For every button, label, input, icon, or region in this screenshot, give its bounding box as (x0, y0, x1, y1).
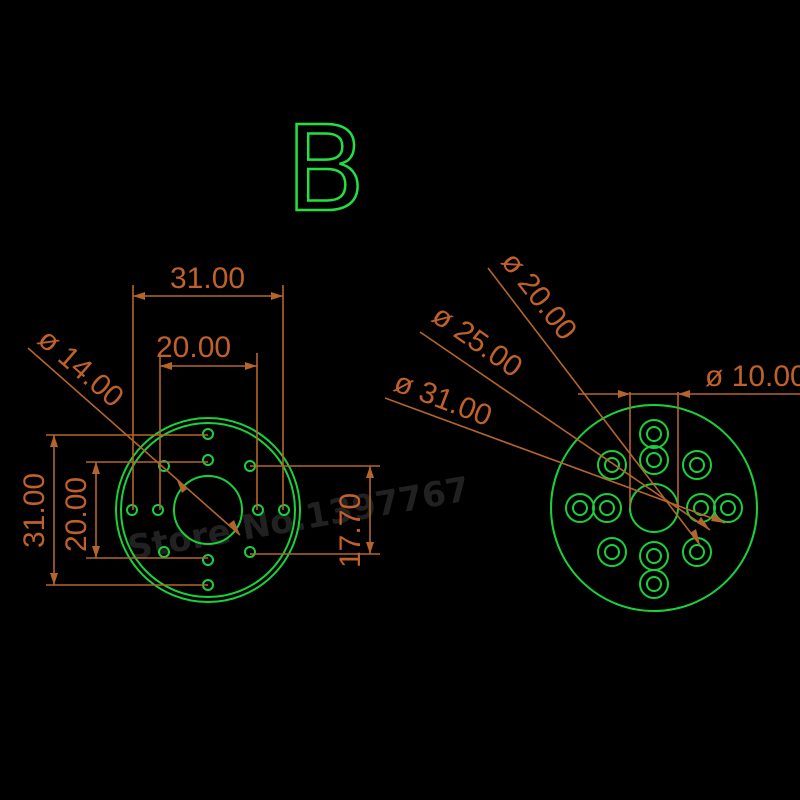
dim-height-outer-label: 31.00 (18, 473, 51, 548)
left-outer-circle-inner (120, 422, 296, 598)
dim-height-side: 17.70 (250, 465, 380, 568)
left-hole (278, 504, 290, 516)
dim-width-inner: 20.00 (156, 331, 258, 510)
left-hole (158, 460, 170, 472)
right-flange (550, 404, 758, 612)
left-hole (158, 546, 170, 558)
right-hole-ring (565, 419, 743, 599)
dim-dia-10-label: ø 10.00 (705, 360, 800, 393)
left-view: 31.00 20.00 ø 14.00 31.00 (18, 262, 380, 603)
left-hole (202, 428, 214, 440)
dim-height-outer: 31.00 (18, 434, 208, 586)
left-hole (252, 504, 264, 516)
dim-dia-20-label: ø 20.00 (494, 246, 583, 346)
dim-dia-20: ø 20.00 (487, 246, 701, 546)
right-outer-circle (550, 404, 758, 612)
left-center-bore (173, 475, 243, 545)
dim-height-side-label: 17.70 (334, 493, 367, 568)
dim-width-outer-label: 31.00 (170, 262, 245, 295)
left-hole (126, 504, 138, 516)
dim-width-inner-label: 20.00 (156, 331, 231, 364)
dim-diameter-label: ø 14.00 (31, 322, 129, 414)
left-outer-circle (115, 417, 301, 603)
left-hole (202, 554, 214, 566)
right-view: ø 20.00 ø 25.00 ø 31.00 ø 10.00 (384, 246, 800, 612)
left-hole (202, 454, 214, 466)
drawing-title: B (285, 100, 366, 238)
dim-dia-31-label: ø 31.00 (389, 366, 496, 433)
left-hole (152, 504, 164, 516)
dim-dia-10: ø 10.00 (578, 360, 800, 508)
left-hole (244, 546, 256, 558)
dim-height-inner-label: 20.00 (60, 477, 93, 552)
dim-width-outer: 31.00 (132, 262, 284, 510)
dim-height-inner: 20.00 (60, 461, 208, 559)
